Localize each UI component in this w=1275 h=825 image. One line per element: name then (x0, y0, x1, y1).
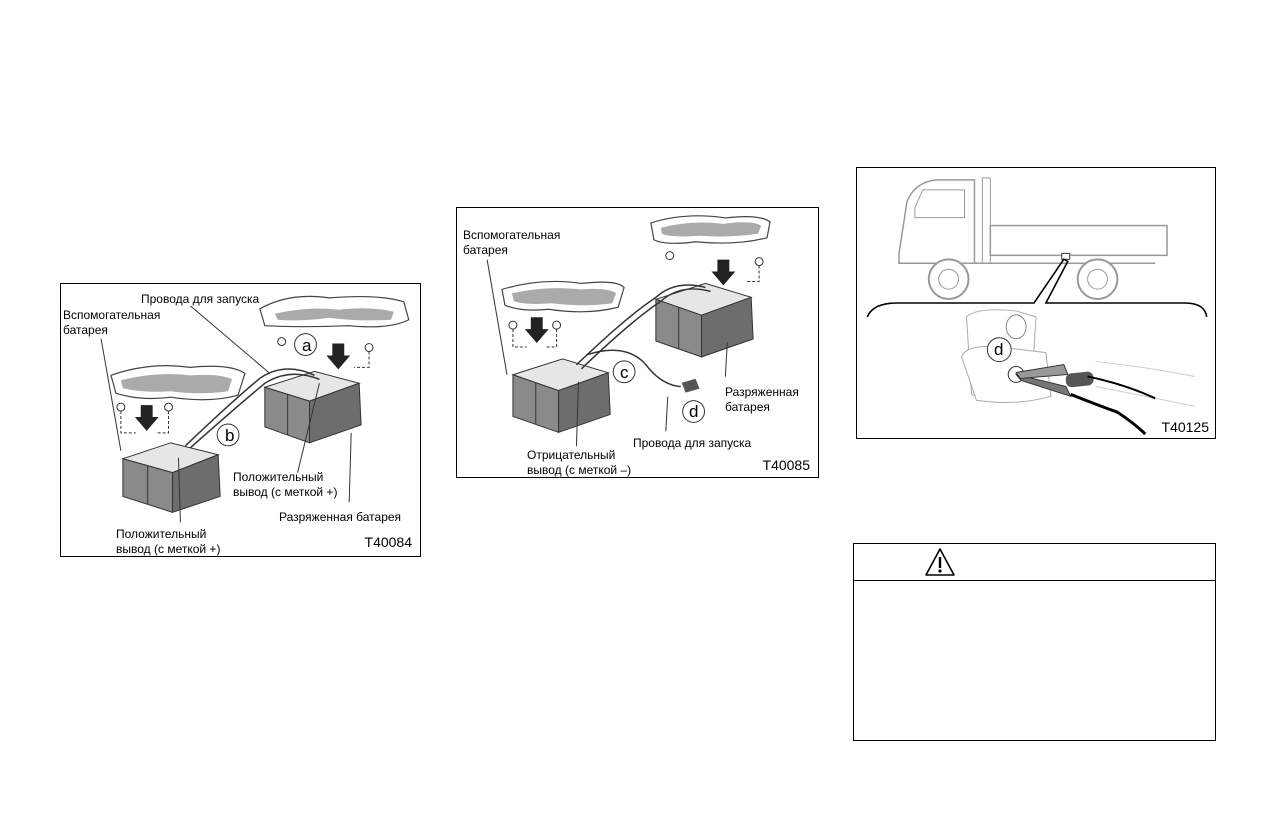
figure-ground-point: d T40125 (856, 167, 1216, 439)
label-negative-terminal: Отрицательный вывод (с меткой –) (527, 448, 632, 477)
marker-d: d (994, 340, 1004, 359)
label-jumper-cables: Провода для запуска (633, 436, 752, 450)
label-booster-battery: Вспомогательная батарея (63, 308, 161, 337)
warning-triangle-icon (925, 548, 955, 576)
figure-code: T40125 (1161, 419, 1209, 435)
figure-jumper-negative: Вспомогательная батарея c d Разряженная … (456, 207, 819, 478)
label-discharged-battery: Разряженная батарея (279, 510, 402, 524)
marker-d: d (689, 402, 699, 421)
marker-b: b (225, 426, 235, 445)
label-discharged-battery: Разряженная батарея (725, 385, 799, 414)
label-positive-terminal-left: Положительный вывод (с меткой +) (116, 527, 221, 556)
figure-code: T40085 (762, 457, 810, 473)
warning-header (854, 544, 1215, 581)
marker-c: c (620, 363, 629, 382)
illustration-truck-ground (866, 177, 1208, 436)
illustration-positive-connection (100, 295, 410, 523)
label-jumper-cables: Провода для запуска (141, 292, 260, 306)
warning-box (853, 543, 1216, 741)
figure-jumper-positive: Провода для запуска Вспомогательная бата… (60, 283, 421, 557)
label-positive-terminal-right: Положительный вывод (с меткой +) (233, 470, 338, 499)
marker-a: a (302, 336, 312, 355)
illustration-negative-connection (486, 215, 771, 447)
figure-code: T40084 (364, 534, 412, 550)
label-booster-battery: Вспомогательная батарея (463, 228, 561, 257)
